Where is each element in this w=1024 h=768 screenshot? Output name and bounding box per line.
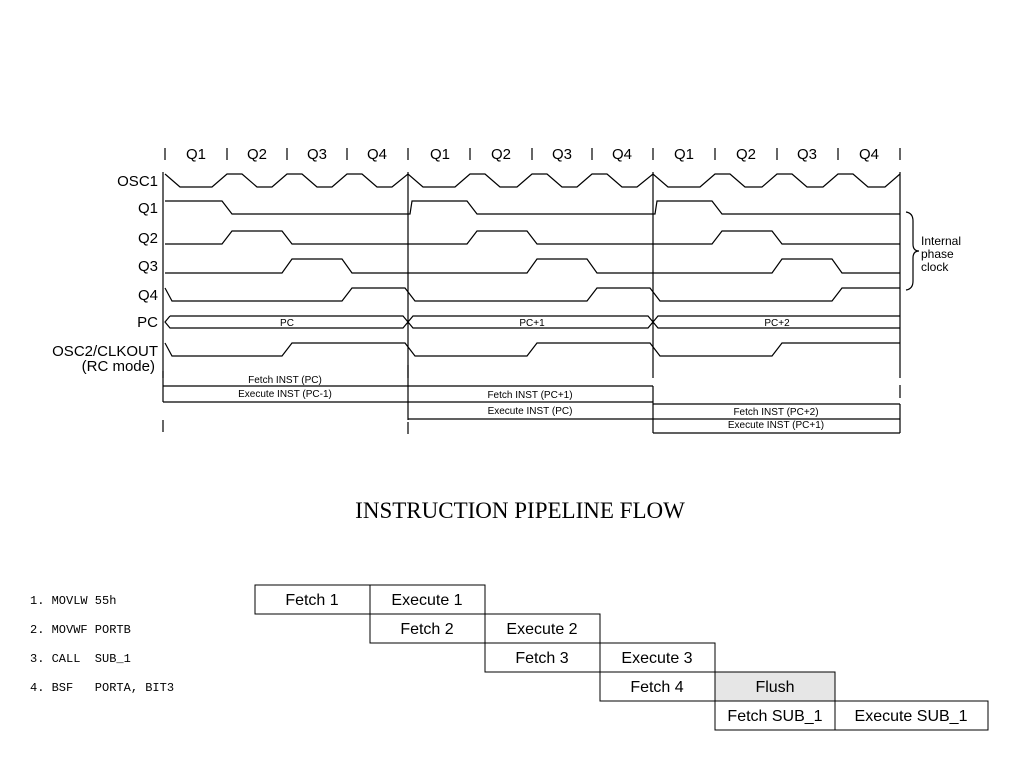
signal-labels: OSC1 Q1 Q2 Q3 Q4 PC OSC2/CLKOUT (RC mode… [52,173,158,375]
internal-clock-label: Internal phase clock [921,234,961,274]
q-label: Q3 [307,146,327,163]
internal-clock-bracket [905,211,920,291]
fetch-pc-label: Fetch INST (PC) [248,375,322,386]
q4-waveform [164,287,900,302]
q-label: Q1 [674,146,694,163]
q-label: Q2 [736,146,756,163]
cell-fetch-1: Fetch 1 [285,592,338,609]
flush-cell-bg [714,671,836,702]
cell-fetch-sub1: Fetch SUB_1 [727,708,822,725]
signal-osc2: OSC2/CLKOUT [52,343,158,360]
flow-cell-labels: Fetch 1 Execute 1 Fetch 2 Execute 2 Fetc… [285,592,967,725]
q2-waveform [165,230,900,245]
cell-fetch-4: Fetch 4 [630,679,683,696]
cell-execute-1: Execute 1 [391,592,462,609]
execute-pc-label: Execute INST (PC) [488,406,573,417]
execute-pc1-label: Execute INST (PC+1) [728,420,824,431]
q-label: Q3 [552,146,572,163]
signal-q4: Q4 [138,287,158,304]
pc-values: PC PC+1 PC+2 [280,318,790,329]
signal-rc-mode: (RC mode) [82,358,155,375]
signal-q3: Q3 [138,258,158,275]
cell-fetch-3: Fetch 3 [515,650,568,667]
quarter-labels: Q1 Q2 Q3 Q4 Q1 Q2 Q3 Q4 Q1 Q2 Q3 Q4 [186,146,879,163]
q-label: Q4 [859,146,879,163]
pipeline-bar-labels: Fetch INST (PC) Execute INST (PC-1) Fetc… [238,375,824,431]
pc-value: PC+1 [519,318,545,329]
instruction-3: 3. CALL SUB_1 [30,652,131,666]
svg-text:phase: phase [921,247,954,261]
signal-q1: Q1 [138,200,158,217]
osc2-waveform [164,342,900,357]
instruction-4: 4. BSF PORTA, BIT3 [30,681,174,695]
execute-pc-minus1-label: Execute INST (PC-1) [238,389,332,400]
q-label: Q1 [430,146,450,163]
pc-value: PC+2 [764,318,790,329]
q-label: Q1 [186,146,206,163]
quarter-ticks [164,148,901,160]
osc1-waveform [164,173,901,188]
flow-table-grid [254,584,989,731]
svg-text:clock: clock [921,260,949,274]
q-label: Q4 [367,146,387,163]
cell-execute-sub1: Execute SUB_1 [855,708,968,725]
cell-fetch-2: Fetch 2 [400,621,453,638]
q-label: Q4 [612,146,632,163]
cell-execute-2: Execute 2 [506,621,577,638]
fetch-pc1-label: Fetch INST (PC+1) [487,390,572,401]
signal-pc: PC [137,314,158,331]
instruction-list: 1. MOVLW 55h 2. MOVWF PORTB 3. CALL SUB_… [30,594,174,695]
fetch-pc2-label: Fetch INST (PC+2) [733,407,818,418]
q1-waveform [165,200,900,215]
cell-execute-3: Execute 3 [621,650,692,667]
svg-text:Internal: Internal [921,234,961,248]
q-label: Q2 [247,146,267,163]
cell-flush: Flush [755,679,794,696]
instruction-1: 1. MOVLW 55h [30,594,116,608]
instruction-2: 2. MOVWF PORTB [30,623,131,637]
pc-bus [164,315,900,329]
cycle-boundaries [162,172,901,378]
signal-q2: Q2 [138,230,158,247]
pc-value: PC [280,318,294,329]
pipeline-bars [162,365,901,434]
section-title: INSTRUCTION PIPELINE FLOW [355,498,685,523]
q-label: Q3 [797,146,817,163]
signal-osc1: OSC1 [117,173,158,190]
q-label: Q2 [491,146,511,163]
q3-waveform [165,258,900,274]
